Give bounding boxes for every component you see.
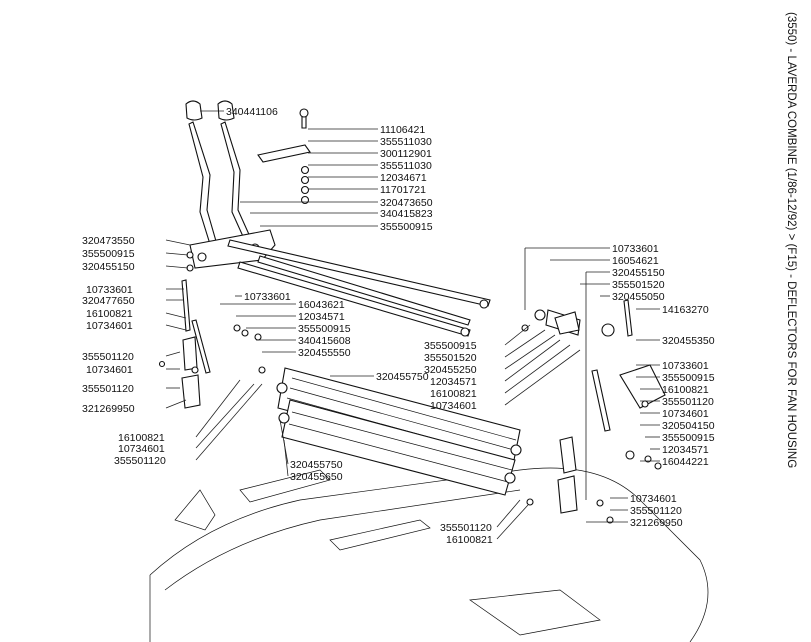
tie-rods	[227, 239, 491, 337]
part-label: 320455250	[424, 364, 477, 376]
part-label: 355511030	[380, 136, 432, 148]
part-label: 320477650	[82, 295, 135, 307]
part-label: 355501120	[114, 455, 166, 467]
part-label: 10734601	[662, 408, 709, 420]
part-label: 16100821	[446, 534, 493, 546]
part-label: 10733601	[662, 360, 709, 372]
part-label: 16100821	[662, 384, 709, 396]
part-label: 320473550	[82, 235, 135, 247]
part-label: 12034671	[380, 172, 427, 184]
labels-middle: 16043621 12034571 355500915 340415608 32…	[290, 299, 429, 483]
part-label: 355501120	[82, 351, 134, 363]
part-label: 355500915	[424, 340, 477, 352]
labels-right: 10733601 16054621 320455150 355501520 32…	[612, 243, 715, 529]
part-label: 16044221	[662, 456, 709, 468]
part-label: 355501120	[82, 383, 134, 395]
part-label: 320455050	[612, 291, 665, 303]
part-label: 355501120	[662, 396, 714, 408]
part-label: 16100821	[430, 388, 477, 400]
part-label: 10734601	[86, 364, 133, 376]
part-label: 10734601	[630, 493, 677, 505]
part-label: 355500915	[380, 221, 433, 233]
part-label: 320455750	[376, 371, 429, 383]
part-label: 10733601	[86, 284, 133, 296]
part-label: 355501520	[612, 279, 665, 291]
leader-lines	[165, 110, 660, 540]
part-label: 16100821	[86, 308, 133, 320]
part-label: 321269950	[82, 403, 135, 415]
part-label: 300112901	[380, 148, 432, 160]
part-label: 10733601	[244, 291, 291, 303]
part-label: 10733601	[612, 243, 659, 255]
part-label: 355500915	[662, 372, 715, 384]
part-label: 355500915	[298, 323, 351, 335]
part-label: 12034571	[298, 311, 345, 323]
labels-top: 340441106 11106421 355511030 300112901 3…	[226, 106, 433, 233]
part-label: 16100821	[118, 432, 165, 444]
part-label: 355501120	[440, 522, 492, 534]
part-label: 320455350	[662, 335, 715, 347]
part-label: 320455650	[290, 471, 343, 483]
part-label: 10734601	[86, 320, 133, 332]
part-label: 355501520	[424, 352, 477, 364]
part-label: 340415823	[380, 208, 433, 220]
part-label: 10734601	[430, 400, 477, 412]
part-label: 321269950	[630, 517, 683, 529]
part-label: 10734601	[118, 443, 165, 455]
part-label: 320455150	[82, 261, 135, 273]
part-label: 320473650	[380, 197, 433, 209]
left-linkage	[158, 279, 211, 409]
part-label: 16054621	[612, 255, 659, 267]
machine-body-outline	[149, 467, 709, 642]
part-label: 355500915	[82, 248, 135, 260]
part-label: 12034571	[662, 444, 709, 456]
part-label: 320455150	[612, 267, 665, 279]
part-label: 355500915	[662, 432, 715, 444]
part-label: 11106421	[380, 124, 425, 136]
part-label: 320455750	[290, 459, 343, 471]
diagram-title: (3550) - LAVERDA COMBINE (1/86-12/92) > …	[785, 12, 797, 468]
part-label: 11701721	[380, 184, 426, 196]
part-label: 355501120	[630, 505, 682, 517]
labels-left: 320473550 355500915 320455150 10733601 3…	[82, 235, 291, 467]
top-hardware	[257, 108, 311, 205]
part-label: 340415608	[298, 335, 351, 347]
part-label: 16043621	[298, 299, 345, 311]
part-label: 320504150	[662, 420, 715, 432]
deflector-lower	[278, 399, 516, 496]
part-label: 320455550	[298, 347, 351, 359]
labels-center-right: 355500915 355501520 320455250 12034571 1…	[424, 340, 493, 546]
part-label: 340441106	[226, 106, 278, 118]
part-label: 14163270	[662, 304, 709, 316]
part-label: 355511030	[380, 160, 432, 172]
misc-pins	[186, 251, 662, 524]
right-linkage	[534, 299, 666, 514]
part-label: 12034571	[430, 376, 477, 388]
